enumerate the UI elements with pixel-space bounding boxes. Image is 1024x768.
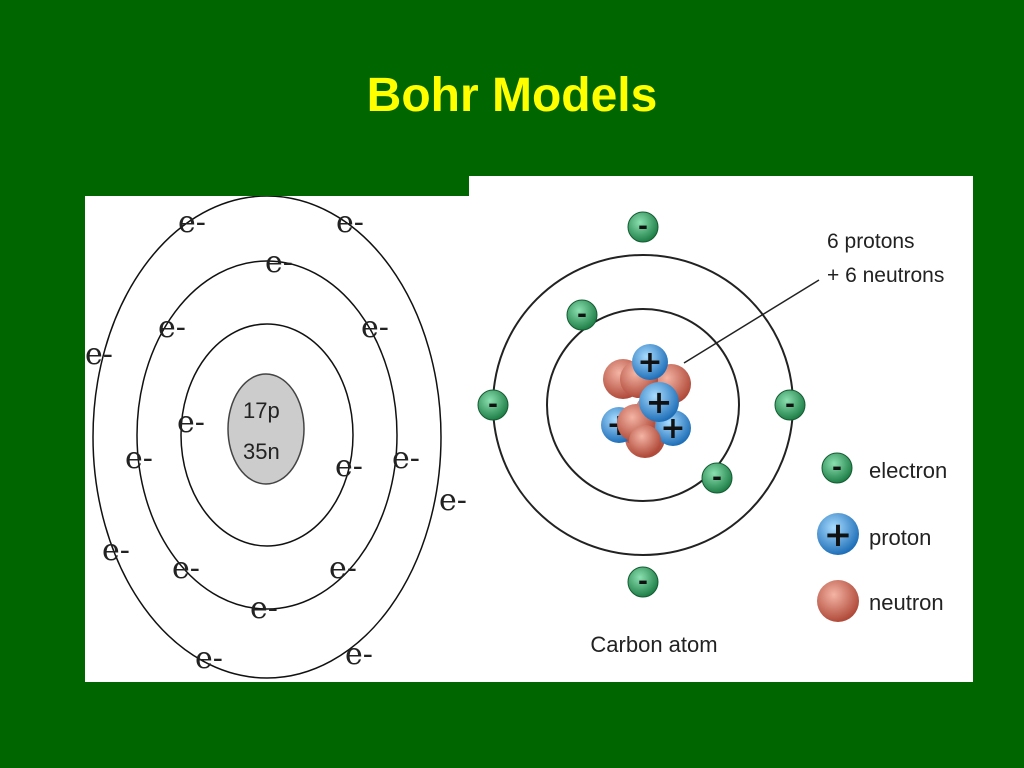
proton: + xyxy=(632,344,668,380)
electron-label: e- xyxy=(392,441,420,476)
electron: - xyxy=(701,462,733,494)
svg-text:-: - xyxy=(832,453,842,481)
nucleus xyxy=(227,373,305,485)
carbon-atom-diagram: + + + + - - xyxy=(469,176,973,682)
carbon-diagram-svg: + + + + - - xyxy=(477,211,947,657)
nucleus-annotation-line1: 6 protons xyxy=(827,230,915,253)
svg-text:-: - xyxy=(488,390,498,418)
electron-label: e- xyxy=(345,637,373,672)
svg-text:-: - xyxy=(638,567,648,595)
electron: - xyxy=(774,389,806,421)
neutron xyxy=(629,425,661,457)
electron-label: e- xyxy=(265,245,293,280)
electron-label: e- xyxy=(102,533,130,568)
svg-text:-: - xyxy=(712,463,722,491)
legend-neutron-swatch xyxy=(817,580,859,622)
svg-text:+: + xyxy=(646,383,673,421)
nucleus-annotation-line2: + 6 neutrons xyxy=(827,264,944,287)
legend-proton-label: proton xyxy=(869,525,931,550)
electron-label: e- xyxy=(335,449,363,484)
outer-orbit xyxy=(92,196,442,679)
chlorine-bohr-diagram: 17p 35n e- e- e- e- e- e- e- e- e- e- e-… xyxy=(85,196,470,682)
electron-label: e- xyxy=(125,441,153,476)
carbon-atom-caption: Carbon atom xyxy=(590,632,717,657)
annotation-pointer-line xyxy=(683,279,820,364)
svg-text:-: - xyxy=(577,300,587,328)
legend-electron-label: electron xyxy=(869,458,947,483)
electron-label: e- xyxy=(361,310,389,345)
nucleus: + + + + xyxy=(601,344,691,458)
slide-title: Bohr Models xyxy=(366,69,658,122)
electron-label: e- xyxy=(177,405,205,440)
electron-label: e- xyxy=(329,551,357,586)
legend-electron-swatch: - xyxy=(821,452,853,484)
inner-orbit xyxy=(546,308,740,502)
svg-text:+: + xyxy=(824,515,853,555)
svg-text:-: - xyxy=(638,212,648,240)
electron-label: e- xyxy=(336,205,364,240)
middle-orbit xyxy=(136,260,398,610)
inner-orbit xyxy=(180,323,354,547)
electron: - xyxy=(627,211,659,243)
chlorine-diagram-svg: 17p 35n e- e- e- e- e- e- e- e- e- e- e-… xyxy=(85,196,467,679)
electron: - xyxy=(477,389,509,421)
electron-label: e- xyxy=(172,551,200,586)
svg-text:-: - xyxy=(785,390,795,418)
electron: - xyxy=(566,299,598,331)
electron-label: e- xyxy=(85,337,113,372)
legend-proton-swatch: + xyxy=(817,513,859,555)
nucleus-neutrons-label: 35n xyxy=(243,439,280,464)
electron-label: e- xyxy=(178,205,206,240)
electron-label: e- xyxy=(250,591,278,626)
svg-text:+: + xyxy=(637,345,662,380)
proton: + xyxy=(639,382,679,422)
legend: - electron + proton neutron xyxy=(817,452,947,622)
electron-label: e- xyxy=(195,641,223,676)
nucleus-protons-label: 17p xyxy=(243,398,280,423)
legend-neutron-label: neutron xyxy=(869,590,944,615)
electron: - xyxy=(627,566,659,598)
electron-label: e- xyxy=(439,483,467,518)
electron-label: e- xyxy=(158,310,186,345)
